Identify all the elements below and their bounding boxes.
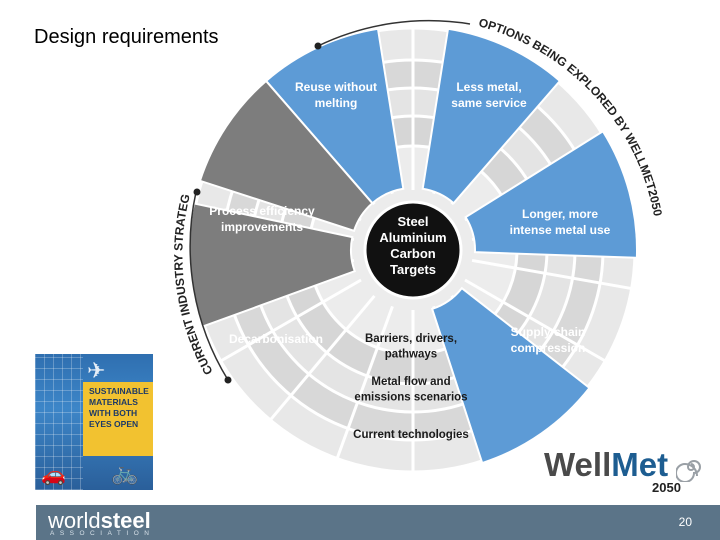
options-segment-label-line: Reuse without — [295, 80, 377, 94]
ring-label-line: emissions scenarios — [354, 392, 467, 404]
strategy-segment-label-line: Decarbonisation — [229, 332, 323, 346]
options-segment-label: Supply chain compression — [511, 325, 586, 355]
wheel-spoke — [219, 278, 362, 363]
options-arc-line — [317, 19, 471, 47]
strategies-arc-line — [189, 191, 229, 381]
worldsteel-association-label: ASSOCIATION — [50, 530, 155, 537]
hub-line: Aluminium — [379, 230, 446, 245]
hub-circle — [363, 200, 463, 300]
hub-line: Targets — [390, 262, 436, 277]
footer-bar: worldsteel ASSOCIATION 20 — [36, 505, 720, 540]
book-cover-image: ✈ SUSTAINABLE MATERIALS WITH BOTH EYES O… — [35, 354, 153, 490]
arc-end-dot — [314, 42, 322, 50]
bicycle-icon: 🚲 — [111, 460, 139, 485]
options-segment — [430, 286, 591, 465]
book-title-line: MATERIALS — [89, 397, 138, 407]
page-number: 20 — [678, 515, 692, 529]
wellmet-logo: WellMet 2050 — [544, 446, 714, 495]
slide-title: Design requirements — [34, 26, 219, 48]
options-segment-label-line: compression — [511, 341, 586, 355]
arc-end-dot — [193, 188, 201, 196]
wheel-spoke — [471, 258, 632, 291]
book-title-line: WITH BOTH — [89, 408, 138, 418]
building-graphic — [35, 354, 83, 490]
strategy-segment-label-line: Process efficiency — [209, 204, 315, 218]
book-title-line: SUSTAINABLE — [89, 386, 149, 396]
strategies-arc-label: CURRENT INDUSTRY STRATEGIES — [0, 0, 216, 377]
strategy-segment — [198, 79, 374, 233]
logo-year: 2050 — [652, 480, 681, 495]
options-segment — [421, 27, 562, 205]
wheel-labels: Reuse without melting Less metal, same serv… — [209, 80, 610, 441]
worldsteel-logo: worldsteel — [48, 508, 151, 533]
options-segment — [464, 129, 638, 259]
airplane-icon: ✈ — [87, 358, 106, 383]
options-segment-label-line: intense metal use — [510, 223, 611, 237]
ring-label: Barriers, drivers, pathways — [365, 333, 457, 361]
options-segment-label: Reuse without melting — [295, 80, 377, 110]
strategy-segment-label: Process efficiency improvements — [209, 204, 315, 234]
ring-label-line: pathways — [385, 349, 437, 361]
options-segment-label: Longer, more intense metal use — [510, 207, 611, 237]
strategy-segment-label-line: improvements — [221, 220, 303, 234]
ring-label: Current technologies — [353, 429, 469, 441]
ring-label-line: Metal flow and — [371, 376, 450, 388]
swirl-icon — [676, 460, 701, 482]
book-title-band: SUSTAINABLE MATERIALS WITH BOTH EYES OPE… — [83, 382, 153, 456]
car-icon: 🚗 — [41, 464, 66, 486]
wheel-spoke — [464, 278, 607, 363]
wheel-spoke — [335, 305, 394, 460]
options-segment-label-line: same service — [451, 96, 527, 110]
hub-line: Steel — [397, 214, 428, 229]
ring-label-line: Barriers, drivers, — [365, 333, 457, 345]
hub-line: Carbon — [390, 246, 436, 261]
ring-label-line: Current technologies — [353, 429, 469, 441]
options-segment-label-line: Longer, more — [522, 207, 598, 221]
options-segment-label: Less metal, same service — [451, 80, 527, 110]
wheel-segments — [188, 27, 638, 465]
ring-label: Metal flow and emissions scenarios — [354, 376, 467, 404]
arc-end-dot — [224, 376, 232, 384]
options-segment — [264, 27, 405, 205]
options-segment-label-line: Supply chain — [511, 325, 586, 339]
book-title-line: EYES OPEN — [89, 419, 139, 429]
options-segment-label-line: melting — [315, 96, 358, 110]
options-segment-label-line: Less metal, — [456, 80, 521, 94]
wheel-spoke — [269, 294, 376, 422]
strategy-segment-label: Decarbonisation — [229, 332, 323, 346]
